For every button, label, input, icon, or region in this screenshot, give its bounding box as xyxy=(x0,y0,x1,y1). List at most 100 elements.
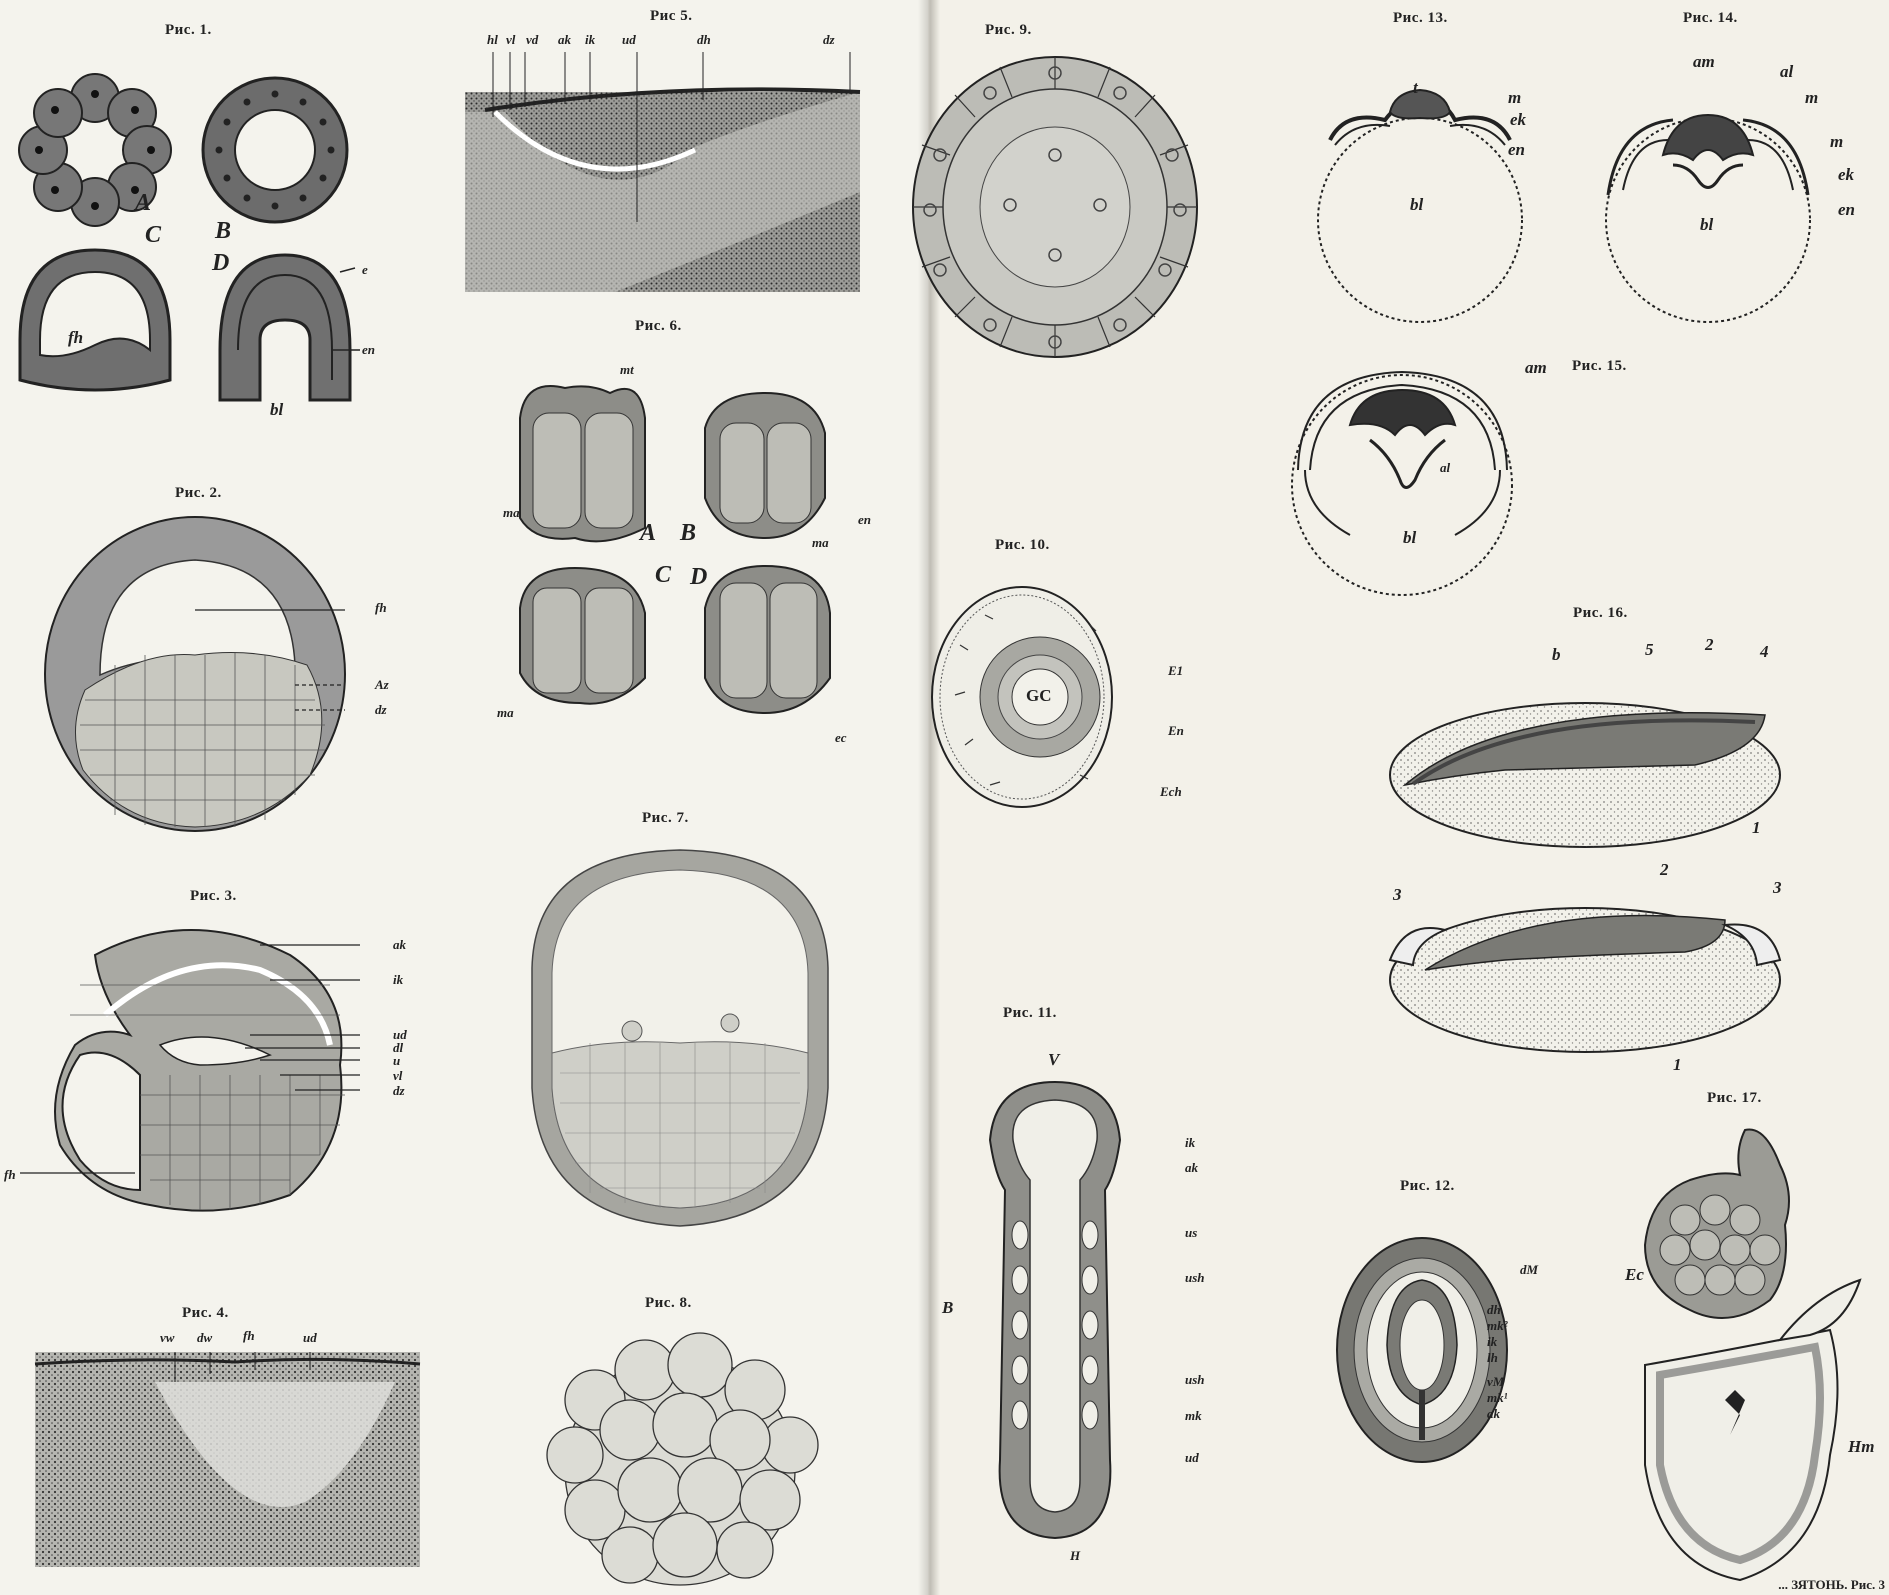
fig11-label-ush-2: ush xyxy=(1185,1372,1205,1388)
fig13-illustration xyxy=(1315,50,1525,328)
fig4-label-dw: dw xyxy=(197,1330,212,1346)
fig5-label-vl: vl xyxy=(506,32,515,48)
fig1-sub-b: B xyxy=(215,218,231,245)
fig11-label-mk: mk xyxy=(1185,1408,1202,1424)
fig11-label-ak: ak xyxy=(1185,1160,1198,1176)
fig1-sub-c: C xyxy=(145,222,161,249)
fig15-illustration xyxy=(1290,360,1515,610)
fig4-label-ud: ud xyxy=(303,1330,317,1346)
fig8-illustration xyxy=(535,1330,825,1595)
fig12-label-ak: ak xyxy=(1487,1406,1500,1422)
fig6-label-en: en xyxy=(858,512,871,528)
fig10-label-ech: Ech xyxy=(1160,784,1182,800)
fig2-illustration xyxy=(45,515,345,833)
fig11-label-ik: ik xyxy=(1185,1135,1195,1151)
fig13-label-bl: bl xyxy=(1410,195,1423,215)
fig5-illustration xyxy=(465,52,860,292)
fig9-illustration xyxy=(910,55,1200,360)
fig15-label-bl: bl xyxy=(1403,528,1416,548)
fig12-label-ik: ik xyxy=(1487,1334,1497,1350)
fig14-label-m2: m xyxy=(1830,132,1843,152)
fig6-sub-c: C xyxy=(655,562,671,589)
fig1-label-fh: fh xyxy=(68,328,83,348)
fig15-label-am: am xyxy=(1525,358,1547,378)
fig11-label-us: us xyxy=(1185,1225,1197,1241)
fig12-label-vm: vM xyxy=(1487,1374,1504,1390)
fig13-label-m: m xyxy=(1508,88,1521,108)
fig13-title: Рис. 13. xyxy=(1393,10,1448,27)
fig1-illustration xyxy=(10,50,370,430)
fig14-illustration xyxy=(1588,55,1828,330)
fig5-title: Рис 5. xyxy=(650,8,692,25)
fig3-label-dz: dz xyxy=(393,1083,405,1099)
fig6-sub-a: A xyxy=(640,520,656,547)
fig10-title: Рис. 10. xyxy=(995,537,1050,554)
fig13-label-t: t xyxy=(1413,78,1418,98)
fig6-label-mt: mt xyxy=(620,362,634,378)
fig5-label-vd: vd xyxy=(526,32,538,48)
fig11-label-ush-1: ush xyxy=(1185,1270,1205,1286)
fig12-title: Рис. 12. xyxy=(1400,1178,1455,1195)
fig16-title: Рис. 16. xyxy=(1573,605,1628,622)
fig14-title: Рис. 14. xyxy=(1683,10,1738,27)
fig14-label-al: al xyxy=(1780,62,1793,82)
fig5-label-ak: ak xyxy=(558,32,571,48)
fig14-label-m1: m xyxy=(1805,88,1818,108)
fig6-sub-d: D xyxy=(690,564,707,591)
fig12-label-dm: dM xyxy=(1520,1262,1538,1278)
fig7-title: Рис. 7. xyxy=(642,810,689,827)
fig14-label-am: am xyxy=(1693,52,1715,72)
fig10-label-en: En xyxy=(1168,723,1184,739)
fig11-label-b: B xyxy=(942,1298,953,1318)
fig17-label-hm: Hm xyxy=(1848,1437,1874,1457)
fig6-sub-b: B xyxy=(680,520,696,547)
fig12-illustration xyxy=(1335,1235,1510,1465)
fig11-label-h: H xyxy=(1070,1548,1080,1564)
fig4-title: Рис. 4. xyxy=(182,1305,229,1322)
fig16-label-4: 4 xyxy=(1760,642,1769,662)
fig17-title: Рис. 17. xyxy=(1707,1090,1762,1107)
fig6-label-ec: ec xyxy=(835,730,847,746)
fig3-label-ak: ak xyxy=(393,937,406,953)
fig3-label-u: u xyxy=(393,1053,400,1069)
fig16-illustration xyxy=(1385,680,1785,1080)
fig16-label-2: 2 xyxy=(1705,635,1714,655)
fig10-illustration xyxy=(930,585,1115,810)
fig13-label-ek: ek xyxy=(1510,110,1526,130)
fig17-illustration xyxy=(1630,1125,1870,1595)
fig3-title: Рис. 3. xyxy=(190,888,237,905)
fig12-label-lh: lh xyxy=(1487,1350,1498,1366)
fig1-label-e: e xyxy=(362,262,368,278)
fig6-label-ma-b: ma xyxy=(812,535,829,551)
fig5-label-dz: dz xyxy=(823,32,835,48)
fig7-illustration xyxy=(530,848,830,1228)
fig1-label-bl: bl xyxy=(270,400,283,420)
page-footer-caption: ... ЗЯТОНЬ. Рис. 3 xyxy=(1778,1577,1885,1593)
fig16-label-b: b xyxy=(1552,645,1561,665)
fig6-illustration xyxy=(505,378,860,748)
fig14-label-en: en xyxy=(1838,200,1855,220)
fig2-label-az: Az xyxy=(375,677,389,693)
fig5-label-dh: dh xyxy=(697,32,711,48)
fig5-label-ik: ik xyxy=(585,32,595,48)
fig13-label-en: en xyxy=(1508,140,1525,160)
fig4-label-fh: fh xyxy=(243,1328,255,1344)
fig16-label-2b: 2 xyxy=(1660,860,1669,880)
fig8-title: Рис. 8. xyxy=(645,1295,692,1312)
fig11-label-v: V xyxy=(1048,1050,1059,1070)
fig3-illustration xyxy=(20,915,360,1215)
fig16-label-3b: 3 xyxy=(1773,878,1782,898)
fig1-sub-a: A xyxy=(135,190,151,217)
fig5-label-hl: hl xyxy=(487,32,498,48)
fig16-label-5: 5 xyxy=(1645,640,1654,660)
fig14-label-bl: bl xyxy=(1700,215,1713,235)
fig4-label-vw: vw xyxy=(160,1330,174,1346)
fig1-title: Рис. 1. xyxy=(165,22,212,39)
fig16-label-3a: 3 xyxy=(1393,885,1402,905)
fig16-label-1b: 1 xyxy=(1673,1055,1682,1075)
fig12-label-mk2: mk² xyxy=(1487,1318,1508,1334)
fig11-title: Рис. 11. xyxy=(1003,1005,1057,1022)
fig11-illustration xyxy=(975,1080,1135,1540)
fig6-label-ma-c: ma xyxy=(497,705,514,721)
fig10-label-gc: GC xyxy=(1026,686,1052,706)
